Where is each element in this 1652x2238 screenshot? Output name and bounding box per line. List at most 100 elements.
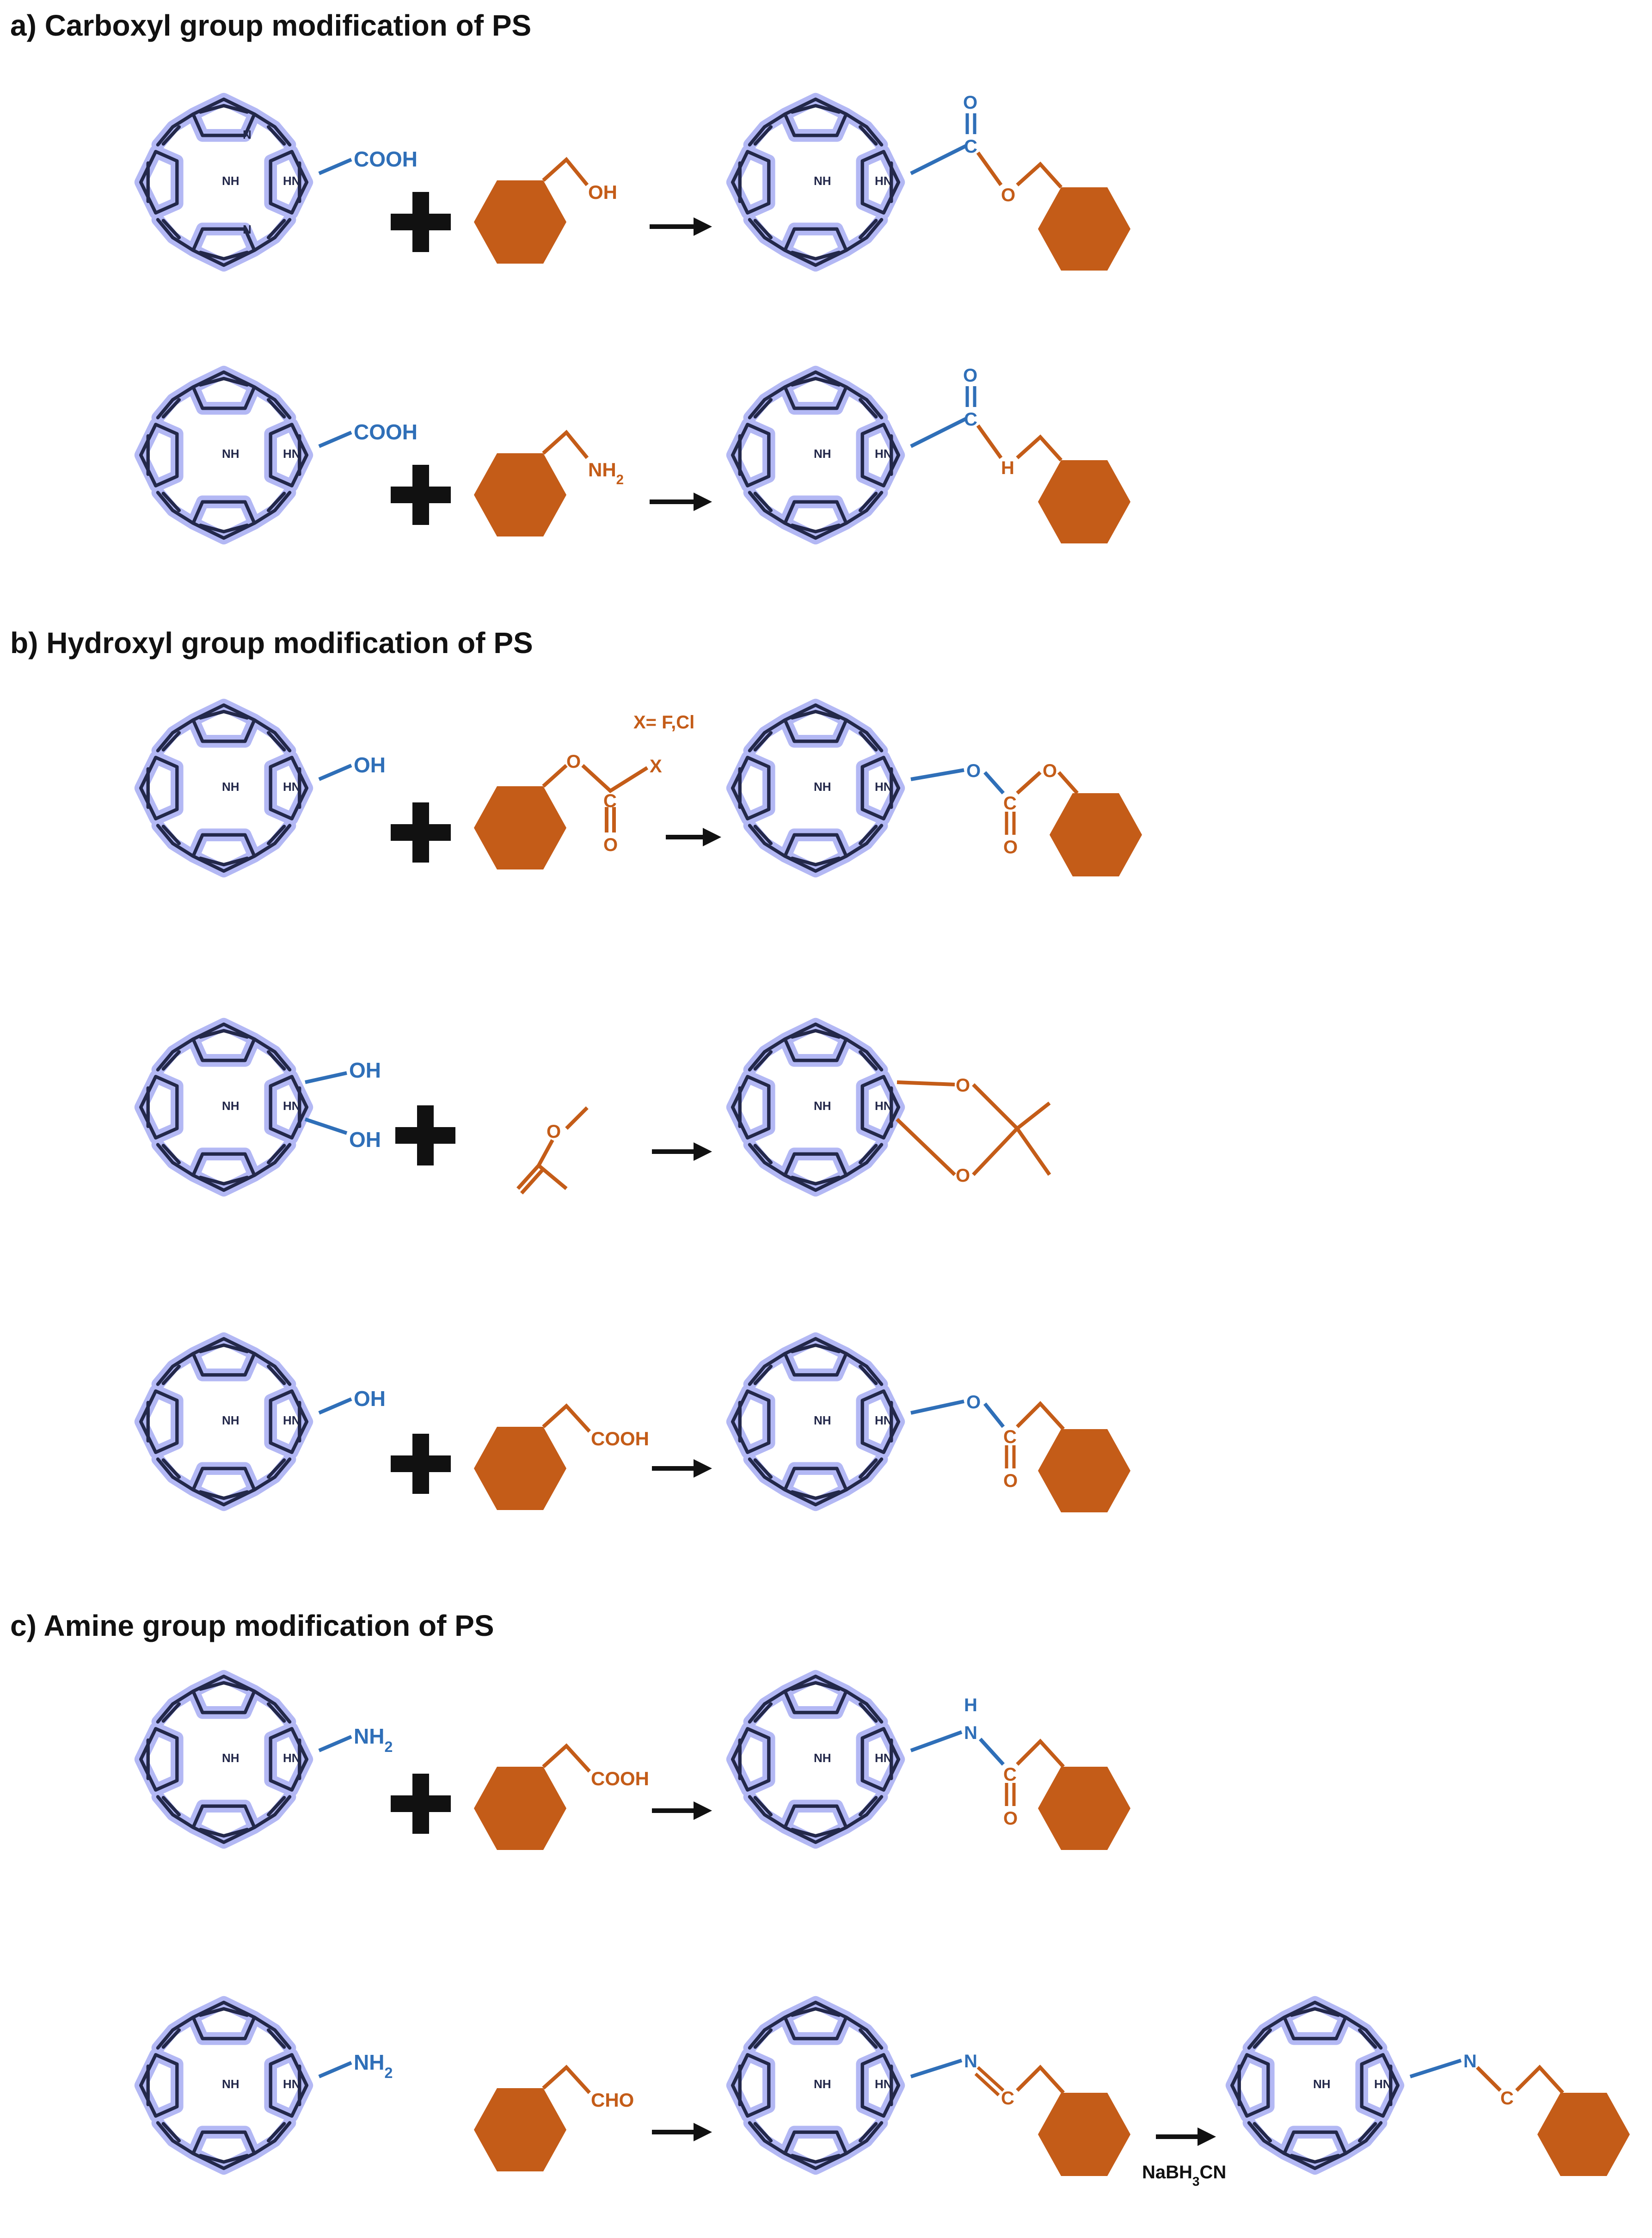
product-bond [910, 417, 967, 448]
product-o2: O [1043, 761, 1057, 781]
porph-label-hn: HN [875, 1099, 892, 1113]
section-b-title: b) Hydroxyl group modification of PS [10, 626, 533, 660]
amine-c: C [1500, 2088, 1514, 2109]
product-bond [983, 771, 1005, 795]
plus-sign-icon [391, 802, 451, 863]
ps-substituent-bond [318, 1735, 352, 1752]
halide-note: X= F,Cl [633, 712, 694, 733]
arrow-head-icon [694, 2123, 712, 2141]
reagent-bond [542, 430, 589, 459]
imine-c: C [1001, 2088, 1014, 2109]
reagent-label: CHO [591, 2089, 634, 2111]
porph-label-hn: HN [283, 2077, 301, 2091]
reagent-c: C [603, 791, 617, 811]
reagent-bond [542, 1403, 591, 1433]
arrow-head-icon [694, 217, 712, 236]
porph-label-hn: HN [875, 1751, 892, 1765]
ps-group-label: NH2 [354, 2050, 393, 2081]
reagent-bond [516, 1106, 589, 1195]
arrow-head-icon [703, 828, 721, 846]
reaction-c1: NH HN NH2 COOH NH HN H N C O [141, 1677, 1130, 1850]
product-o-bottom: O [1003, 837, 1018, 857]
porph-label-hn: HN [875, 2077, 892, 2091]
hexagon-ring-icon [474, 453, 566, 536]
ketal-o-bottom: O [956, 1165, 970, 1186]
product-bond [1057, 771, 1079, 795]
ps-group-label: COOH [354, 420, 418, 444]
reaction-c2: NH HN NH2 CHO NH HN N C NaBH3CN NH HN N … [141, 2003, 1630, 2189]
porph-label-nh: NH [222, 1413, 240, 1427]
porph-label-n-top: N [243, 128, 252, 142]
reaction-a1: NH HN N N COOH OH NH HN O C O [141, 92, 1130, 271]
product-bond [1016, 2065, 1065, 2094]
porph-label-nh: NH [1313, 2077, 1331, 2091]
carbonyl-bond [965, 113, 976, 134]
arrow-head-icon [1198, 2127, 1216, 2146]
porph-label-nh: NH [222, 1751, 240, 1765]
reagent-bond [542, 1743, 591, 1773]
product-c: C [1003, 1427, 1017, 1447]
reagent-o: O [547, 1122, 561, 1142]
product-bond [910, 144, 967, 175]
porph-label-nh: NH [814, 174, 831, 188]
reaction-b1: NH HN OH X= F,Cl O C X O NH HN O C O O [141, 705, 1142, 876]
hexagon-ring-icon [1050, 793, 1142, 876]
plus-sign-icon [391, 192, 451, 252]
arrow-head-icon [694, 1459, 712, 1478]
hexagon-ring-icon [1537, 2093, 1630, 2176]
imine-double-bond [974, 2066, 1005, 2096]
product-c: C [964, 409, 977, 430]
ps-group-label: OH [354, 753, 386, 777]
porph-label-nh: NH [814, 1099, 831, 1113]
hexagon-ring-icon [1038, 1429, 1130, 1512]
product-bond [910, 1730, 1005, 1766]
porph-label-hn: HN [875, 780, 892, 794]
ps-substituent-bond [304, 1071, 348, 1135]
section-c-title: c) Amine group modification of PS [10, 1609, 494, 1642]
imine-n: N [964, 2051, 977, 2072]
hexagon-ring-icon [474, 1427, 566, 1510]
ketal-o-top: O [956, 1075, 970, 1096]
carbonyl-bond [1005, 1783, 1016, 1806]
product-bond [1515, 2065, 1564, 2094]
product-bond [1016, 434, 1062, 462]
carbonyl-bond [1005, 1445, 1016, 1468]
hexagon-ring-icon [474, 180, 566, 264]
porph-label-n-bottom: N [243, 222, 252, 236]
plus-sign-icon [395, 1105, 455, 1165]
product-bond [1409, 2059, 1462, 2078]
porph-label-hn: HN [283, 1099, 301, 1113]
product-bond [1016, 771, 1042, 795]
ps-group-bottom: OH [349, 1128, 381, 1152]
product-o: O [966, 1392, 981, 1412]
ps-group-label: NH2 [354, 1724, 393, 1755]
carbonyl-bond [965, 386, 976, 407]
reagent-label: NH2 [588, 459, 624, 487]
product-bond [910, 2059, 963, 2078]
reagent-x: X [650, 756, 662, 777]
reagent-bond [542, 764, 649, 832]
product-h: H [1001, 458, 1014, 478]
reagent-o-bottom: O [603, 835, 618, 855]
porph-label-hn: HN [875, 1413, 892, 1427]
ps-substituent-bond [318, 158, 352, 175]
plus-sign-icon [391, 1434, 451, 1494]
porph-label-hn: HN [875, 174, 892, 188]
porph-label-hn: HN [283, 174, 301, 188]
product-n: N [964, 1723, 977, 1743]
porph-label-nh: NH [814, 1413, 831, 1427]
reaction-b2: NH HN OH OH O NH HN O O [141, 1024, 1051, 1195]
product-h: H [964, 1695, 977, 1715]
hexagon-ring-icon [1038, 2093, 1130, 2176]
reagent-label: COOH [591, 1768, 649, 1789]
porph-label-hn: HN [1374, 2077, 1392, 2091]
reagent-label: COOH [591, 1428, 649, 1449]
product-o-bottom: O [1003, 1471, 1018, 1491]
ps-group-label: COOH [354, 147, 418, 171]
porph-label-nh: NH [222, 1099, 240, 1113]
porph-label-nh: NH [222, 447, 240, 461]
porph-label-nh: NH [814, 1751, 831, 1765]
product-c: C [964, 136, 977, 157]
product-bond [1016, 1739, 1065, 1768]
